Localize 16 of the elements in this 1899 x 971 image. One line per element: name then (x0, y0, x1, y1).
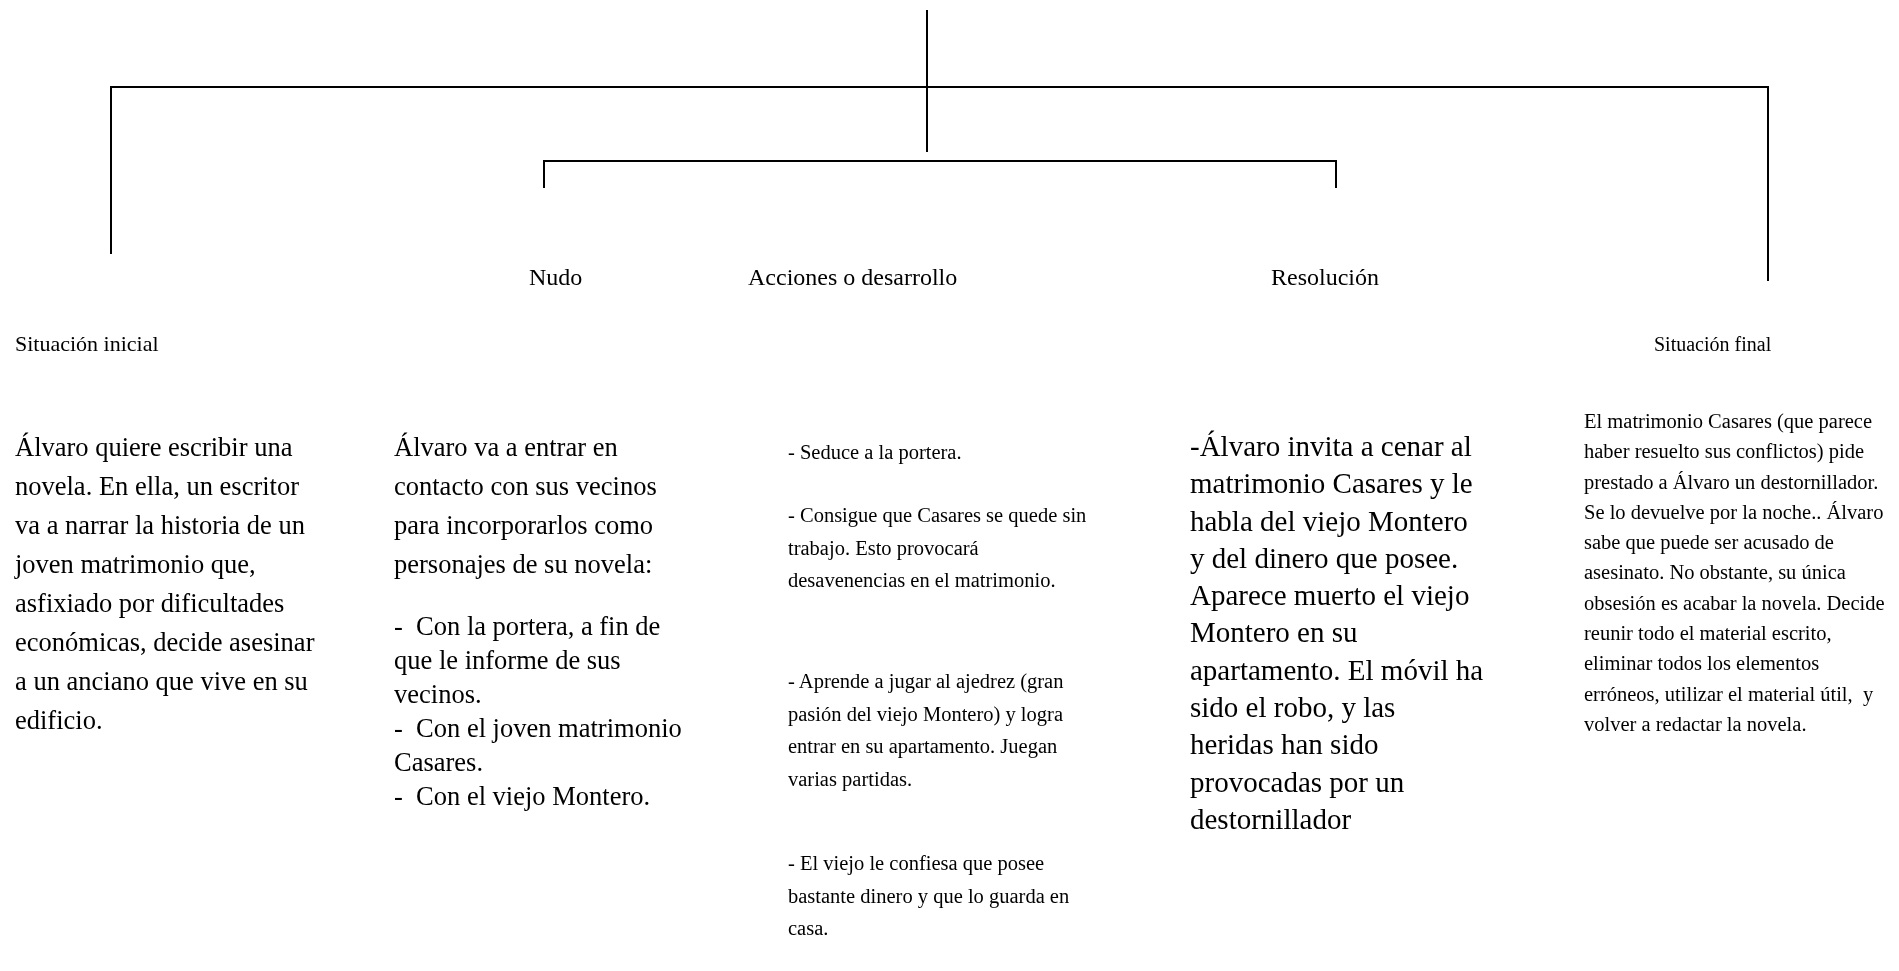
section-heading: Acciones o desarrollo (748, 263, 959, 291)
list-item-text: - Consigue que Casares se quede sin trabajo. Esto provocará desavenencias en el matrimonio. (788, 503, 1088, 593)
list-item-text: - Seduce a la portera. (788, 440, 963, 466)
paragraph-text: Álvaro quiere escribir una novela. En ella, un escritor va a narrar la historia de un joven matrimonio que, asfixiado por dificultades económicas, decide asesinar a un anciano que vive en su edificio. (15, 431, 316, 737)
paragraph-text: Álvaro va a entrar en contacto con sus vecinos para incorporarlos como personajes de su novela: (394, 431, 658, 581)
section-heading: Situación final (1654, 332, 1773, 357)
paragraph-text: El matrimonio Casares (que parece haber resuelto sus conflictos) pide prestado a Álvaro un destornillador. Se lo devuelve por la noche.. Álvaro sabe que puede ser acusado de asesinato. No obstante, su única obsesión es acabar la novela. Decide reunir todo el material escrito, eliminar todos los elementos erróneos, utilizar el material útil, y volver a redactar la novela. (1584, 409, 1886, 737)
list-item-text: - Con el viejo Montero. (394, 780, 652, 813)
list-item-text: - Con el joven matrimonio Casares. (394, 712, 683, 779)
list-item-text: - Con la portera, a fin de que le informe de sus vecinos. (394, 610, 662, 711)
list-item-text: - Aprende a jugar al ajedrez (gran pasión del viejo Montero) y logra entrar en su apartamento. Juegan varias partidas. (788, 669, 1065, 793)
section-heading: Situación inicial (15, 330, 160, 358)
section-heading: Resolución (1271, 263, 1380, 291)
paragraph-text: -Álvaro invita a cenar al matrimonio Casares y le habla del viejo Montero y del dinero que posee. Aparece muerto el viejo Montero en su apartamento. El móvil ha sido el robo, y las heridas han sido provocadas por un destornillador (1190, 429, 1485, 837)
section-heading: Nudo (529, 263, 584, 291)
list-item-text: - El viejo le confiesa que posee bastante dinero y que lo guarda en casa. (788, 851, 1071, 941)
